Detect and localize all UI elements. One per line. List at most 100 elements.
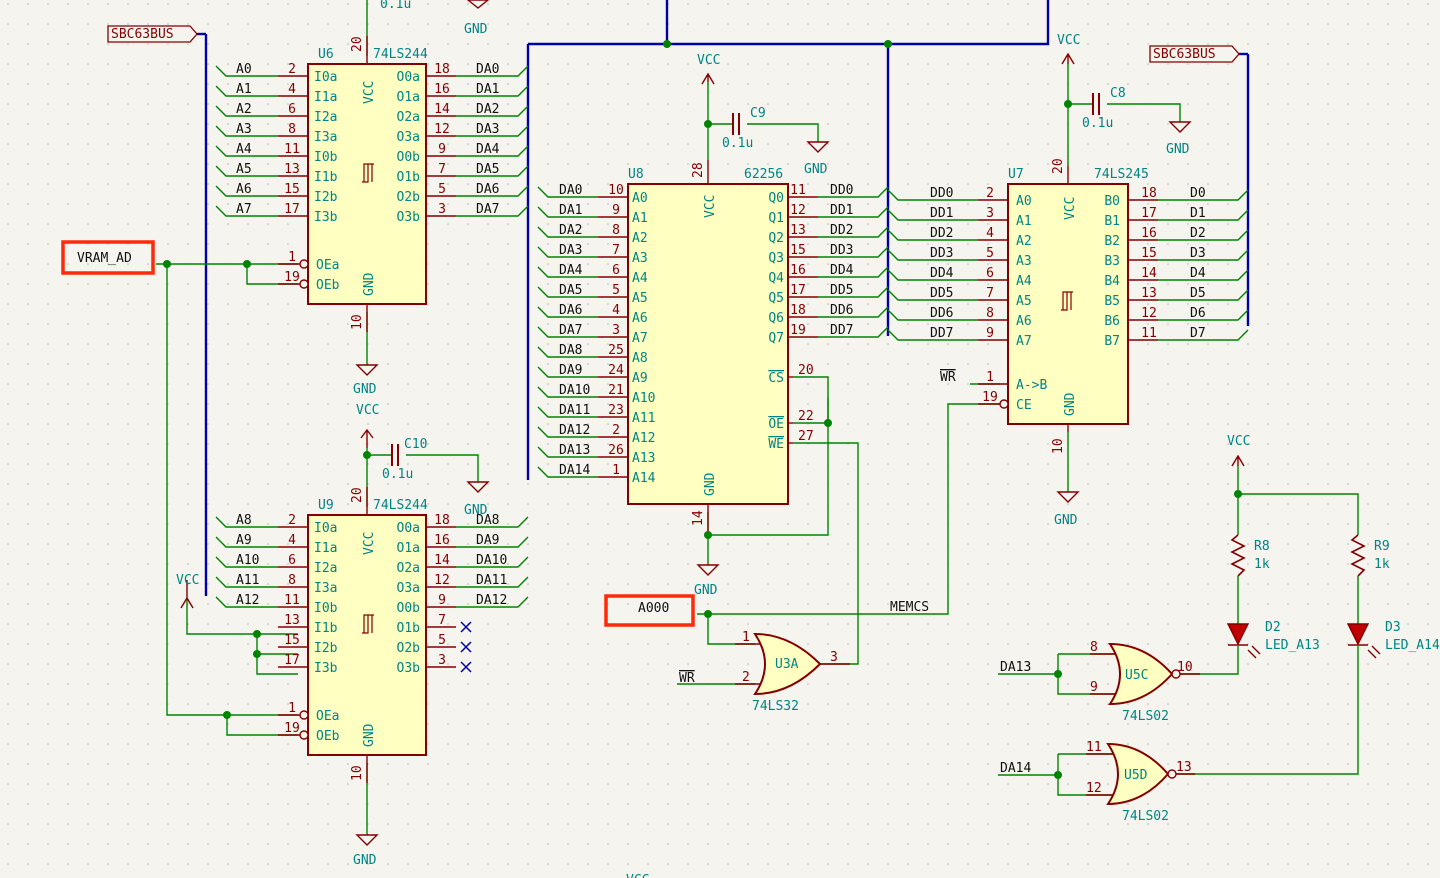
inversion-bubble: [999, 399, 1009, 409]
vram-ad-label[interactable]: VRAM_AD: [61, 240, 155, 275]
bus-entry: [887, 269, 978, 281]
or-gate-u3a[interactable]: U3A 74LS32 1 2 3: [735, 630, 850, 714]
pin-name: O3b: [397, 661, 421, 676]
pin-number: 11: [284, 593, 300, 608]
inversion-bubble: [299, 730, 309, 740]
pin-number: 25: [608, 343, 624, 358]
net-label: A7: [236, 202, 252, 217]
pin-number: 12: [434, 573, 450, 588]
capacitor-c8[interactable]: C8 0.1u: [1082, 86, 1126, 131]
pin-name: A9: [632, 371, 648, 386]
bus-entry: [537, 426, 598, 438]
pin-number: 19: [790, 323, 806, 338]
nor-gate-u5d[interactable]: U5D 74LS02 11 12 13: [1086, 740, 1195, 824]
net-label: DD4: [930, 266, 954, 281]
pin-name: CE: [1016, 398, 1032, 413]
bus-entry: [537, 446, 598, 458]
net-label: DD2: [830, 223, 853, 238]
net-label: DA0: [476, 62, 499, 77]
vcc-symbol: VCC: [697, 53, 720, 85]
capacitor-c10-ref: C10: [404, 437, 427, 452]
pin-name: O0a: [397, 70, 420, 85]
gnd-symbol: GND: [1166, 121, 1192, 157]
net-label: A4: [236, 142, 252, 157]
pin-number: 18: [434, 513, 450, 528]
pin-number: 14: [434, 102, 450, 117]
no-connect-mark: [460, 641, 472, 653]
net-label: DA6: [559, 303, 582, 318]
pin-number: 7: [438, 162, 446, 177]
net-label: DA2: [476, 102, 499, 117]
pin-name: GND: [1063, 392, 1078, 416]
svg-text:GND: GND: [1166, 142, 1190, 157]
sbc63bus-text: SBC63BUS: [1153, 47, 1216, 62]
resistor-r9[interactable]: R9 1k: [1350, 534, 1390, 577]
net-label: DD1: [930, 206, 953, 221]
led-d2[interactable]: D2 LED_A13: [1226, 620, 1320, 659]
pin-name: Q5: [768, 291, 784, 306]
bus-entry: [818, 326, 889, 338]
pin-name: O1a: [397, 541, 420, 556]
vcc-symbol: VCC: [356, 403, 379, 448]
bus-entry: [818, 266, 889, 278]
pin-number: 9: [986, 326, 994, 341]
net-label: DA6: [476, 182, 499, 197]
bus-entry: [1158, 329, 1249, 341]
nor-gate-u5c[interactable]: U5C 74LS02 8 9 10: [1090, 640, 1200, 724]
net-label: D0: [1190, 186, 1206, 201]
pin-name: A6: [1016, 314, 1032, 329]
pin-name: A1: [1016, 214, 1032, 229]
u8-ref: U8: [628, 167, 644, 182]
sbc63bus-label-right[interactable]: SBC63BUS: [1149, 45, 1248, 63]
sbc63bus-label-left[interactable]: SBC63BUS: [107, 25, 206, 43]
bus-entry: [215, 105, 278, 117]
bus-entry: [537, 326, 598, 338]
bus-entry: [1158, 289, 1249, 301]
capacitor-c10[interactable]: C10 0.1u: [382, 437, 427, 482]
vcc-symbol: VCC: [1227, 434, 1250, 467]
pin-name: A4: [1016, 274, 1032, 289]
bus-entry: [1158, 309, 1249, 321]
led-d3[interactable]: D3 LED_A14: [1346, 620, 1440, 659]
resistor-r8[interactable]: R8 1k: [1230, 534, 1270, 577]
pin-number: 15: [790, 243, 806, 258]
capacitor-u6[interactable]: 0.1u: [380, 0, 411, 12]
net-label: DA10: [559, 383, 590, 398]
net-label: DA13: [559, 443, 590, 458]
pin-name: I3b: [314, 661, 338, 676]
bus-entry: [537, 206, 598, 218]
capacitor-c9[interactable]: C9 0.1u: [722, 106, 766, 151]
led-d2-bar: [1228, 644, 1261, 659]
pin-name: O0b: [397, 601, 421, 616]
svg-text:GND: GND: [804, 162, 828, 177]
gnd-symbol: GND: [1054, 491, 1080, 528]
bus-entry: [887, 289, 978, 301]
pin-number: 20: [350, 36, 365, 52]
pin-number: 4: [986, 226, 994, 241]
bus-entry: [1158, 229, 1249, 241]
bus-entry: [818, 186, 889, 198]
pin-name: A14: [632, 471, 656, 486]
pin-name: I3a: [314, 581, 337, 596]
pin-number: 17: [1141, 206, 1157, 221]
pin-number: 8: [986, 306, 994, 321]
pin-number: 3: [986, 206, 994, 221]
capacitor-c10-plates: [391, 444, 399, 466]
pin-name: B2: [1104, 234, 1120, 249]
a000-label[interactable]: A000: [604, 594, 695, 627]
svg-text:GND: GND: [353, 382, 377, 397]
pin-number: 5: [438, 633, 446, 648]
pin-name: I0b: [314, 150, 338, 165]
vcc-symbol: VCC: [176, 573, 199, 609]
pin-name: GND: [362, 723, 377, 747]
pin-name: CS: [768, 371, 784, 386]
bus-entry: [456, 85, 529, 97]
net-label: DA2: [559, 223, 582, 238]
bus-entry: [537, 306, 598, 318]
net-label: DA12: [476, 593, 507, 608]
